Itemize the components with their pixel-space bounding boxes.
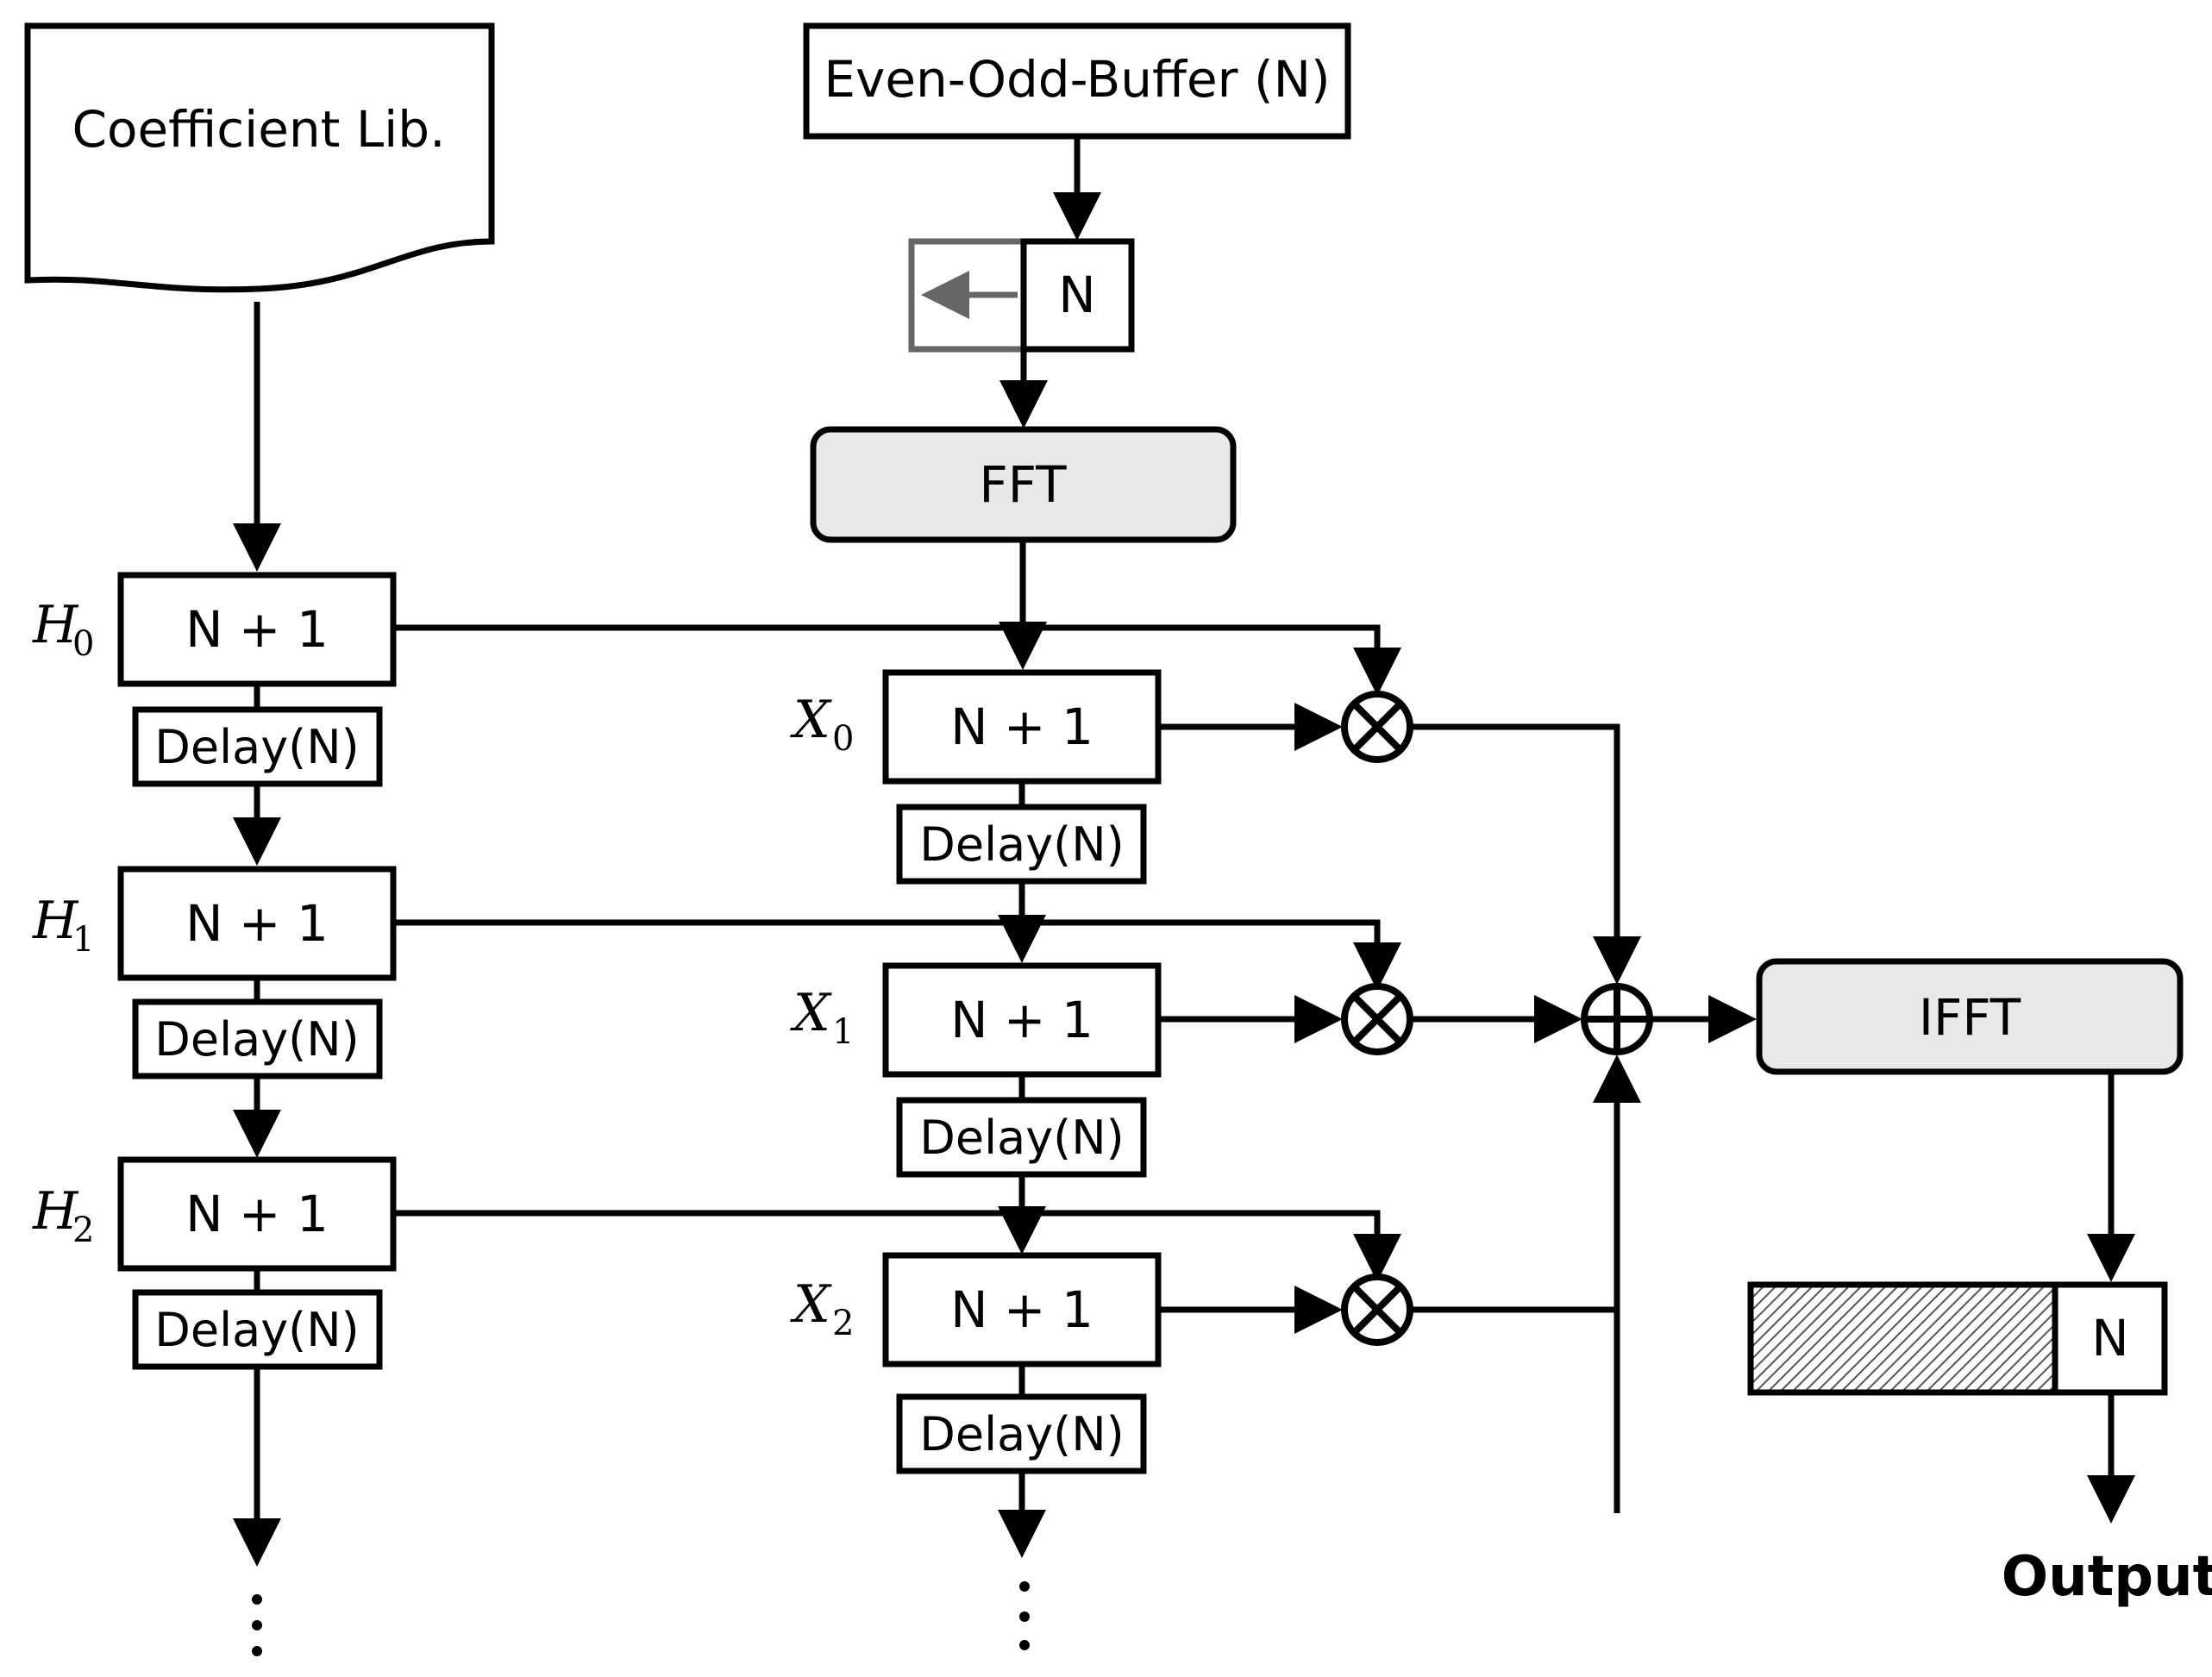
even-odd-buffer: Even-Odd-Buffer (N) xyxy=(803,22,1351,140)
coefficient-library-label: Coefficient Lib. xyxy=(72,100,445,159)
x2-block-label: N + 1 xyxy=(950,1280,1093,1339)
x2-subscript: 2 xyxy=(832,1304,854,1343)
h2-delay-label: Delay(N) xyxy=(154,1303,359,1357)
h1-subscript: 1 xyxy=(72,920,94,960)
input-shift-register: N xyxy=(908,238,1135,353)
input-n-label: N xyxy=(1058,266,1095,324)
multiplier-1-icon xyxy=(1341,983,1413,1055)
x0-symbol: X xyxy=(790,690,832,750)
output-n-label: N xyxy=(2091,1309,2128,1367)
x1-block-label: N + 1 xyxy=(950,991,1093,1049)
h0-subscript: 0 xyxy=(72,624,94,664)
fft-block: FFT xyxy=(810,426,1237,543)
mult0-to-sum-line xyxy=(1410,723,1641,985)
h0-symbol: H xyxy=(32,595,79,655)
x0-subscript: 0 xyxy=(832,719,854,759)
h1-to-mult1-line xyxy=(393,919,1401,991)
h2-row: H 2 N + 1 Delay(N) xyxy=(32,1156,397,1370)
discarded-segment xyxy=(1747,1281,2058,1396)
h1-symbol: H xyxy=(32,891,79,951)
even-odd-buffer-label: Even-Odd-Buffer (N) xyxy=(824,50,1330,109)
output-label: Output xyxy=(2002,1545,2212,1609)
coefficient-library: Coefficient Lib. xyxy=(24,22,495,293)
x1-row: X 1 N + 1 Delay(N) xyxy=(790,962,1162,1178)
x2-row: X 2 N + 1 Delay(N) xyxy=(790,1252,1162,1474)
x0-row: X 0 N + 1 Delay(N) xyxy=(790,669,1162,885)
fft-label: FFT xyxy=(979,455,1067,514)
h-ellipsis xyxy=(252,1594,262,1656)
multiplier-0-icon xyxy=(1341,691,1413,763)
summer-icon xyxy=(1581,983,1653,1055)
h0-delay-label: Delay(N) xyxy=(154,720,359,774)
multiplier-2-icon xyxy=(1341,1273,1413,1346)
ifft-label: IFFT xyxy=(1919,988,2021,1047)
x2-delay-label: Delay(N) xyxy=(919,1407,1124,1461)
h1-delay-label: Delay(N) xyxy=(154,1012,359,1067)
h2-symbol: H xyxy=(32,1181,79,1242)
output-register: N xyxy=(1747,1281,2168,1396)
x2-symbol: X xyxy=(790,1274,832,1335)
h0-row: H 0 N + 1 Delay(N) xyxy=(32,572,397,787)
h1-row: H 1 N + 1 Delay(N) xyxy=(32,866,397,1079)
h0-to-mult0-line xyxy=(393,624,1401,696)
h0-block-label: N + 1 xyxy=(185,600,329,659)
ifft-block: IFFT xyxy=(1756,958,2184,1075)
x-ellipsis xyxy=(1019,1581,1030,1650)
h2-block-label: N + 1 xyxy=(185,1185,329,1243)
x1-delay-label: Delay(N) xyxy=(919,1111,1124,1165)
h2-to-mult2-line xyxy=(393,1210,1401,1282)
x0-block-label: N + 1 xyxy=(950,698,1093,756)
x0-delay-label: Delay(N) xyxy=(919,817,1124,872)
h1-block-label: N + 1 xyxy=(185,894,329,953)
x1-subscript: 1 xyxy=(832,1012,854,1052)
x1-symbol: X xyxy=(790,983,832,1043)
h2-subscript: 2 xyxy=(72,1211,94,1250)
